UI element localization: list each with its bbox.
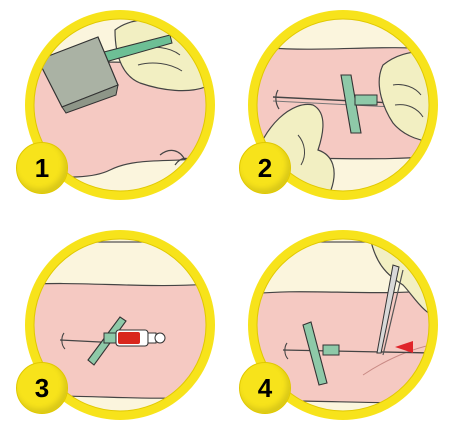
step-badge: 1 [16, 142, 68, 194]
step-4-panel: 4 [243, 225, 443, 425]
step-badge: 4 [239, 362, 291, 414]
step-1-panel: 1 [20, 5, 220, 205]
step-badge: 2 [239, 142, 291, 194]
step-badge: 3 [16, 362, 68, 414]
step-2-panel: 2 [243, 5, 443, 205]
step-3-panel: 3 [20, 225, 220, 425]
